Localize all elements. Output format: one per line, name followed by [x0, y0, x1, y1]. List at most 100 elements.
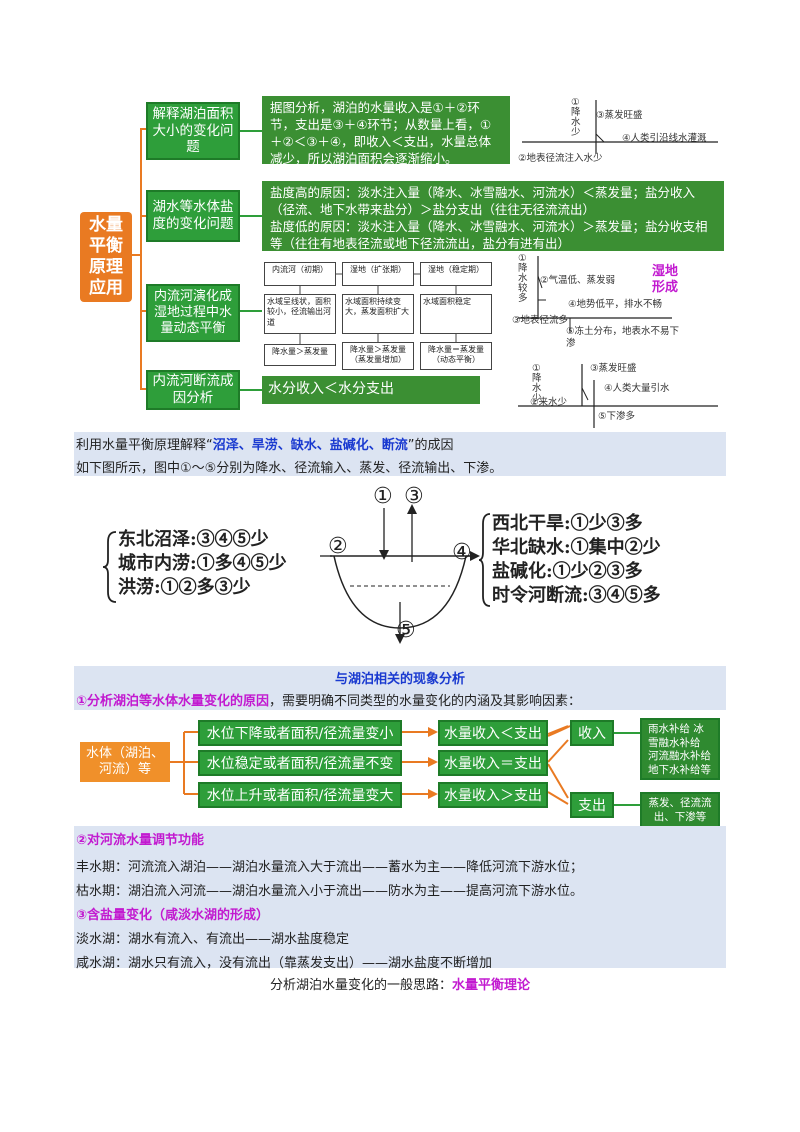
label-permafrost: ⑤冻土分布，地表水不易下渗 [566, 326, 680, 349]
label-low-evap: ②气温低、蒸发弱 [540, 275, 616, 286]
stage-box: 湿地（稳定期） [420, 262, 492, 286]
result-label: 水量收入＝支出 [444, 756, 542, 772]
row-label-cutoff: 内流河断流成因分析 [146, 370, 240, 410]
expense-items-text: 蒸发、径流流出、下渗等 [648, 797, 712, 823]
sub1-text: ，需要明确不同类型的水量变化的内涵及其影响因素： [269, 694, 582, 709]
label-precip-low: ①降水少 [571, 97, 581, 138]
connector [614, 804, 640, 806]
intro-emphasis: 沼泽、旱涝、缺水、盐碱化、断流 [212, 438, 408, 453]
connector [140, 388, 148, 390]
intro-line-2: 如下图所示，图中①～⑤分别为降水、径流输入、蒸发、径流输出、下渗。 [76, 461, 503, 476]
label-precip-low-3: ①降水少 [532, 363, 542, 404]
connector [240, 389, 262, 391]
case-north-china-shortage: 华北缺水:①集中②少 [492, 537, 661, 558]
section-heading: 与湖泊相关的现象分析 [334, 672, 465, 687]
income-box: 收入 [570, 720, 614, 746]
row-content-lake-area: 据图分析，湖泊的水量收入是①＋②环节，支出是③＋④环节；从数量上看，①＋②＜③＋… [262, 96, 510, 166]
wetland-title: 湿地形成 [652, 264, 679, 295]
connector [614, 732, 640, 734]
circle-2: ② [328, 534, 348, 559]
lake-shrink-diagram [522, 100, 718, 154]
right-brace [478, 513, 491, 607]
expense-label: 支出 [578, 798, 606, 814]
row-label-salinity: 湖水等水体盐度的变化问题 [146, 190, 240, 242]
expense-box: 支出 [570, 792, 614, 818]
footer-text: 分析湖泊水量变化的一般思路： [269, 978, 452, 993]
case-seasonal-river-cutoff: 时令河断流:③④⑤多 [492, 585, 661, 606]
intro-band [74, 432, 726, 476]
circle-5: ⑤ [396, 618, 416, 643]
circle-4: ④ [452, 540, 472, 565]
stage-arrows [299, 273, 457, 344]
income-items-box: 雨水补给 冰雪融水补给 河流融水补给 地下水补给等 [640, 718, 720, 780]
income-label: 收入 [578, 726, 606, 742]
intro-line-1: 利用水量平衡原理解释“沼泽、旱涝、缺水、盐碱化、断流”的成因 [76, 434, 454, 453]
row-content-text: 据图分析，湖泊的水量收入是①＋②环节，支出是③＋④环节；从数量上看，①＋②＜③＋… [270, 100, 492, 166]
salt-lake-line: 咸水湖：湖水只有流入，没有流出（靠蒸发支出）——湖水盐度不断增加 [76, 956, 493, 971]
connector [140, 128, 148, 130]
result-box-greater: 水量收入＞支出 [438, 782, 548, 808]
salinity-low-text: 盐度低的原因：淡水注入量（降水、冰雪融水、河流水）＞蒸发量；盐分收支相等（往往有… [270, 218, 708, 251]
right-cases: 西北干旱:①少③多 华北缺水:①集中②少 盐碱化:①少②③多 时令河断流:③④⑤… [492, 512, 661, 608]
balance-box: 降水量＞蒸发量（蒸发量增加） [342, 342, 414, 370]
sub1-emphasis: ①分析湖泊等水体水量变化的原因 [76, 694, 270, 709]
balance-box: 降水量＝蒸发量（动态平衡） [420, 342, 492, 370]
stage-desc-box: 水域面积稳定 [420, 294, 492, 334]
label-irrigation: ④人类引沿线水灌溉 [622, 133, 707, 144]
intro-text: ”的成因 [407, 438, 454, 453]
row-label-wetland: 内流河演化成湿地过程中水量动态平衡 [146, 284, 240, 342]
connector [140, 128, 142, 388]
footer-emphasis: 水量平衡理论 [452, 978, 531, 993]
wetland-diagram [518, 256, 672, 332]
case-northeast-swamp: 东北沼泽:③④⑤少 [118, 529, 269, 550]
connector [240, 310, 262, 312]
connector [140, 215, 148, 217]
condition-label: 水位稳定或者面积/径流量不变 [206, 756, 394, 772]
intro-text: 利用水量平衡原理解释“ [76, 438, 213, 453]
left-brace [102, 531, 117, 603]
salinity-high-text: 盐度高的原因：淡水注入量（降水、冰雪融水、河流水）＜蒸发量；盐分收入（径流、地下… [270, 185, 696, 217]
balance-label: 降水量＞蒸发量 [272, 347, 328, 356]
label-seepage-more: ⑤下渗多 [598, 411, 636, 422]
income-items-text: 雨水补给 冰雪融水补给 河流融水补给 地下水补给等 [648, 723, 711, 776]
section-sub1: ①分析湖泊等水体水量变化的原因，需要明确不同类型的水量变化的内涵及其影响因素： [76, 690, 581, 709]
section-sub3: ③含盐量变化（咸淡水湖的形成） [76, 908, 270, 923]
circle-1: ① [373, 484, 393, 509]
stage-desc-box: 水域面积持续变大，蒸发面积扩大 [342, 294, 414, 334]
main-topic-label: 水量平衡原理应用 [89, 214, 123, 299]
condition-box-increase: 水位上升或者面积/径流量变大 [198, 782, 402, 808]
case-flood: 洪涝:①②多③少 [118, 577, 251, 598]
label-runoff-more: ③地表径流多 [512, 315, 569, 326]
label-inflow-low: ②地表径流注入水少 [518, 153, 603, 164]
result-label: 水量收入＜支出 [444, 726, 542, 742]
label-human-withdrawal: ④人类大量引水 [604, 383, 670, 394]
row-content-salinity: 盐度高的原因：淡水注入量（降水、冰雪融水、河流水）＜蒸发量；盐分收入（径流、地下… [262, 181, 724, 251]
row-label-text: 解释湖泊面积大小的变化问题 [152, 105, 234, 156]
row-label-lake-area: 解释湖泊面积大小的变化问题 [146, 102, 240, 160]
case-northwest-drought: 西北干旱:①少③多 [492, 513, 643, 534]
circle-3: ③ [404, 484, 424, 509]
label-evap-strong-3: ③蒸发旺盛 [590, 363, 637, 374]
expense-items-box: 蒸发、径流流出、下渗等 [640, 792, 720, 832]
condition-label: 水位上升或者面积/径流量变大 [206, 788, 394, 804]
row-content-text: 水分收入＜水分支出 [268, 381, 394, 397]
label-precip-more: ①降水较多 [518, 253, 528, 304]
stage-label: 湿地（扩张期） [350, 265, 406, 274]
label-evap-strong: ③蒸发旺盛 [596, 110, 643, 121]
balance-label: 降水量＞蒸发量（蒸发量增加） [350, 345, 406, 365]
stage-desc: 水域面积持续变大，蒸发面积扩大 [345, 297, 409, 317]
footer-line: 分析湖泊水量变化的一般思路：水量平衡理论 [0, 974, 800, 993]
water-body-label: 水体（湖泊、河流）等 [85, 746, 164, 777]
result-box-less: 水量收入＜支出 [438, 720, 548, 746]
condition-box-decrease: 水位下降或者面积/径流量变小 [198, 720, 402, 746]
left-cases: 东北沼泽:③④⑤少 城市内涝:①多④⑤少 洪涝:①②多③少 [118, 528, 287, 600]
stage-box: 内流河（初期） [264, 262, 336, 286]
stage-desc: 水域呈线状，面积较小，径流输出河道 [267, 297, 331, 327]
result-box-equal: 水量收入＝支出 [438, 750, 548, 776]
stage-box: 湿地（扩张期） [342, 262, 414, 286]
case-urban-waterlogging: 城市内涝:①多④⑤少 [118, 553, 287, 574]
river-cutoff-diagram [518, 364, 718, 428]
balance-label: 降水量＝蒸发量（动态平衡） [428, 345, 484, 365]
section-band-2 [74, 826, 726, 968]
outflow-arrow [470, 551, 480, 561]
